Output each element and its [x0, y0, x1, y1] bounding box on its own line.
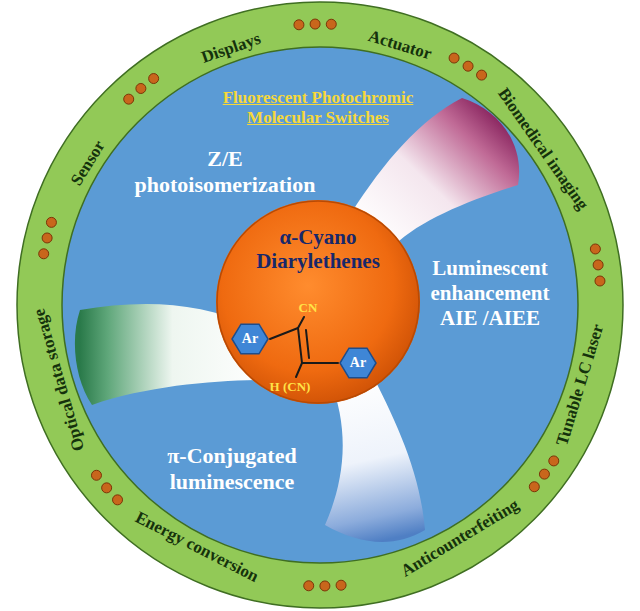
decor-dot — [136, 83, 146, 93]
decor-dot — [39, 249, 49, 259]
double-bond — [306, 330, 309, 358]
decor-dot — [529, 482, 539, 492]
decor-dot — [595, 276, 605, 286]
decor-dot — [91, 470, 101, 480]
single-bond — [302, 362, 338, 364]
diagram-heading: Fluorescent Photochromic Molecular Switc… — [203, 88, 433, 127]
decor-dot — [593, 260, 603, 270]
application-label: Anticounterfeiting — [398, 495, 523, 581]
center-disc — [216, 200, 420, 404]
decor-dot — [463, 61, 473, 71]
decor-dot — [124, 94, 134, 104]
aryl-hexagon: Ar — [338, 345, 378, 381]
single-bond — [296, 363, 302, 377]
decor-dot — [539, 469, 549, 479]
application-label: Displays — [199, 29, 263, 67]
decor-dot — [42, 233, 52, 243]
inner-disc — [62, 47, 578, 563]
decor-dot — [149, 74, 159, 84]
core-edge — [217, 201, 419, 403]
aryl-label: Ar — [338, 345, 378, 381]
application-ring: Sensor Displays ActuatorBiomedical imaging… — [16, 1, 624, 609]
application-label: Tunable LC laser — [552, 321, 608, 447]
decor-dot — [46, 217, 56, 227]
ring-outer-edge — [17, 2, 623, 608]
core-circle: α-Cyano DiarylethenesArAr — [216, 200, 420, 404]
concept-label: Z/E photoisomerization — [120, 146, 330, 199]
core-title: α-Cyano Diarylethenes — [238, 225, 398, 273]
application-label: Sensor — [67, 137, 109, 189]
single-bond — [298, 317, 304, 328]
concept-label: Luminescent enhancement AIE /AIEE — [418, 256, 563, 332]
decor-dot — [549, 456, 559, 466]
decor-dot — [326, 19, 336, 29]
dot-group — [39, 19, 605, 591]
molecule-bonds — [270, 317, 338, 377]
single-bond — [270, 328, 298, 339]
group-label: CN — [288, 300, 328, 316]
decor-dot — [590, 244, 600, 254]
decor-dot — [294, 20, 304, 30]
decor-dot — [320, 581, 330, 591]
double-bond — [298, 328, 302, 363]
group-label: H (CN) — [260, 379, 320, 395]
application-label: Optical data storage — [29, 306, 88, 453]
aryl-label: Ar — [230, 321, 270, 357]
ring-band — [17, 2, 623, 608]
decor-dot — [449, 53, 459, 63]
application-label: Energy conversion — [132, 508, 262, 587]
decor-dot — [304, 581, 314, 591]
decor-dot — [102, 483, 112, 493]
decor-dot — [336, 580, 346, 590]
topic-disc: Fluorescent Photochromic Molecular Switc… — [62, 47, 578, 563]
ring-inner-edge — [62, 47, 578, 563]
application-label: Actuator — [366, 26, 434, 64]
concept-label: π-Conjugated luminescence — [150, 443, 315, 496]
application-label: Biomedical imaging — [493, 84, 592, 213]
decor-dot — [310, 19, 320, 29]
decor-dot — [113, 495, 123, 505]
aryl-hexagon: Ar — [230, 321, 270, 357]
decor-dot — [477, 70, 487, 80]
